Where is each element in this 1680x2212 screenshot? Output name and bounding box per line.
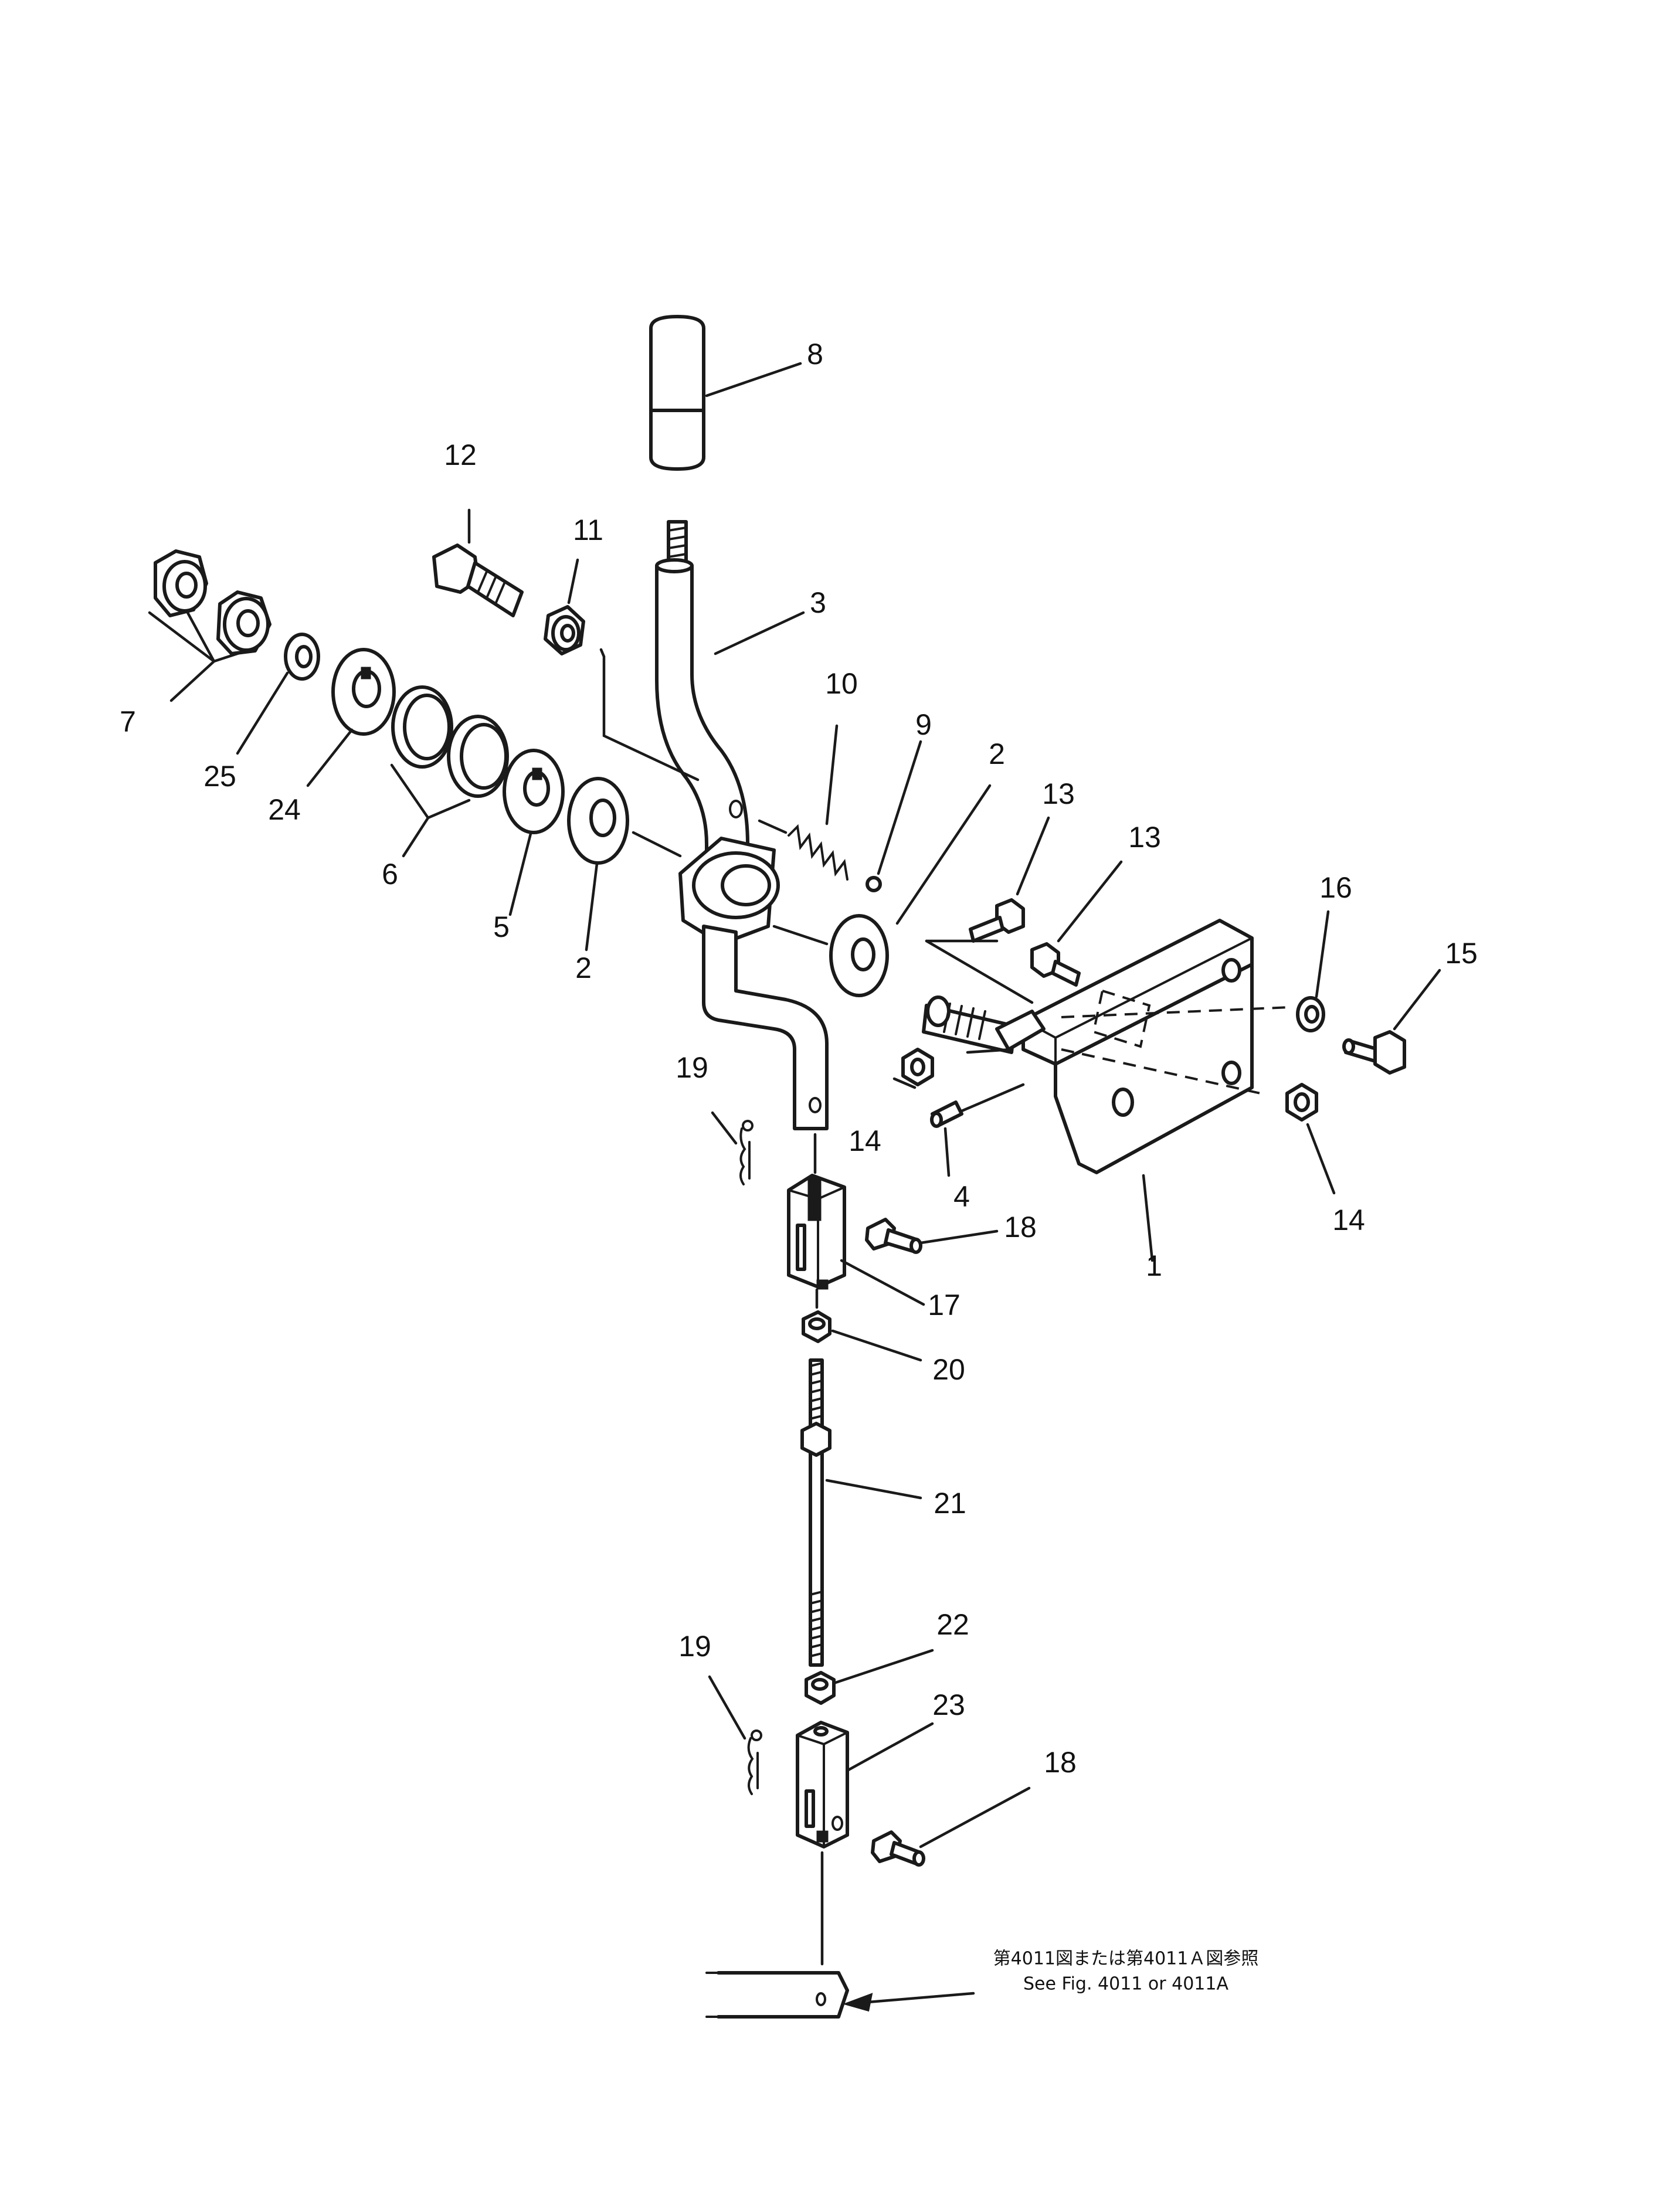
callout-leaders (148, 362, 1441, 2012)
washer-part-2-left (567, 777, 629, 865)
washer-part-2-right (829, 914, 889, 997)
nut-part-20 (802, 1310, 831, 1343)
callout-22: 22 (936, 1608, 969, 1641)
nut-part-14-left (901, 1048, 934, 1086)
reference-note-japanese: 第4011図または第4011Ａ図参照 (993, 1949, 1259, 1969)
callout-16: 16 (1319, 871, 1352, 904)
nut-part-14-right (1285, 1083, 1318, 1122)
nut-part-22 (805, 1671, 836, 1705)
bolt-part-13-b (1030, 942, 1081, 987)
callout-18-lower: 18 (1044, 1746, 1077, 1779)
lever-part-3 (655, 520, 829, 1130)
washer-part-16 (1296, 996, 1325, 1032)
callout-7: 7 (120, 705, 136, 738)
callout-13-left: 13 (1042, 777, 1075, 810)
pivot-pin-assembly (922, 995, 1046, 1054)
callout-17: 17 (928, 1289, 961, 1321)
callout-6: 6 (382, 858, 398, 891)
clevis-part-17 (787, 1174, 846, 1290)
pin-part-4 (930, 1100, 963, 1128)
callout-1: 1 (1146, 1249, 1162, 1282)
callout-15: 15 (1445, 937, 1478, 970)
bracket-part-1 (1021, 919, 1254, 1174)
callout-19-upper: 19 (676, 1051, 708, 1084)
callout-12: 12 (444, 439, 477, 471)
callout-19-lower: 19 (678, 1630, 711, 1663)
cotter-pin-part-19-upper (739, 1120, 754, 1185)
callout-20: 20 (932, 1353, 965, 1386)
bolt-part-15 (1342, 1030, 1406, 1075)
callout-2-upper: 2 (989, 738, 1005, 770)
clevis-pin-part-18-lower (871, 1830, 925, 1867)
ball-part-9 (866, 876, 882, 892)
callout-4: 4 (953, 1180, 970, 1213)
bolt-part-12 (432, 543, 524, 617)
bolt-part-13-a (969, 898, 1025, 943)
callout-14-left: 14 (849, 1124, 881, 1157)
callout-10: 10 (825, 667, 858, 700)
callout-23: 23 (932, 1688, 965, 1721)
nuts-part-7 (154, 549, 271, 655)
reference-note-english: See Fig. 4011 or 4011A (1023, 1974, 1228, 1994)
callout-25: 25 (203, 760, 236, 793)
bushing-part-11 (544, 605, 585, 655)
clevis-part-23 (796, 1721, 849, 1849)
reference-lever-fig-4011 (705, 1971, 849, 2019)
reference-note: 第4011図または第4011Ａ図参照 See Fig. 4011 or 4011… (993, 1949, 1259, 1994)
callout-8: 8 (807, 338, 823, 371)
clevis-pin-part-18-upper (865, 1218, 922, 1254)
knob-part-8 (649, 315, 705, 471)
callout-11: 11 (573, 514, 603, 546)
callout-3: 3 (810, 586, 826, 619)
keyed-plate-part-24 (331, 648, 396, 736)
callout-2-lower: 2 (575, 952, 592, 984)
washer-part-25 (284, 633, 320, 681)
callout-13-right: 13 (1128, 821, 1161, 854)
callout-9: 9 (915, 708, 932, 741)
threaded-rod-part-21 (800, 1358, 831, 1667)
spring-washers-part-6 (391, 685, 509, 798)
callout-numbers: 8 12 11 3 10 9 2 13 13 16 15 7 25 24 6 5… (120, 338, 1478, 1779)
callout-18-upper: 18 (1004, 1211, 1037, 1243)
spring-part-10 (788, 824, 849, 881)
keyed-plate-part-5 (503, 749, 565, 834)
callout-21: 21 (934, 1487, 966, 1520)
callout-14-right: 14 (1332, 1204, 1365, 1236)
assembly-lines (599, 648, 1291, 1966)
cotter-pin-part-19-lower (747, 1729, 762, 1795)
callout-5: 5 (493, 910, 510, 943)
callout-24: 24 (268, 793, 301, 826)
